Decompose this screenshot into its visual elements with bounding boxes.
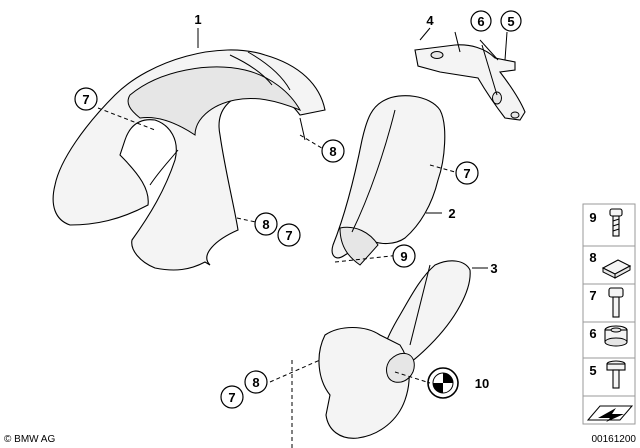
callout-7-d-text: 7 xyxy=(228,390,235,405)
part-2-side-panel xyxy=(331,95,446,266)
callout-7-c-text: 7 xyxy=(285,228,292,243)
diagram-number: 00161200 xyxy=(592,434,637,445)
callout-8-c-text: 8 xyxy=(252,375,259,390)
callout-5: 5 xyxy=(500,10,522,32)
legend-item-7: 7 xyxy=(589,288,596,303)
callout-7-c: 7 xyxy=(277,223,301,247)
callout-7-b-text: 7 xyxy=(463,166,470,181)
bmw-roundel-icon xyxy=(427,367,459,399)
legend-item-6: 6 xyxy=(589,326,596,341)
callout-6-text: 6 xyxy=(477,14,484,29)
collar-screw-icon xyxy=(606,360,626,389)
callout-8-c: 8 xyxy=(244,370,268,394)
callout-8-a: 8 xyxy=(321,139,345,163)
part-1-fairing xyxy=(52,49,326,271)
callout-7-a: 7 xyxy=(74,87,98,111)
part-4-bracket xyxy=(414,31,526,121)
label-part-3: 3 xyxy=(490,261,497,276)
callout-5-text: 5 xyxy=(507,14,514,29)
callout-8-b: 8 xyxy=(254,212,278,236)
label-part-10: 10 xyxy=(475,376,489,391)
label-part-4: 4 xyxy=(426,13,434,28)
callout-7-b: 7 xyxy=(455,161,479,185)
arrow-icon xyxy=(586,405,634,422)
legend-item-5: 5 xyxy=(589,363,596,378)
grommet-icon xyxy=(604,325,628,347)
callout-6: 6 xyxy=(470,10,492,32)
part-3-lower-panel xyxy=(318,260,471,439)
bolt-icon xyxy=(608,287,624,318)
legend-panel: 9 8 7 6 5 xyxy=(582,203,636,425)
label-part-2: 2 xyxy=(448,206,455,221)
callout-9: 9 xyxy=(392,244,416,268)
clip-nut-icon xyxy=(601,259,632,279)
callout-8-a-text: 8 xyxy=(329,144,336,159)
copyright-text: © BMW AG xyxy=(4,434,55,445)
legend-item-9: 9 xyxy=(589,210,596,225)
legend-item-8: 8 xyxy=(589,250,596,265)
callout-7-a-text: 7 xyxy=(82,92,89,107)
leader-lines xyxy=(197,27,488,269)
screw-icon xyxy=(609,208,623,237)
callout-7-d: 7 xyxy=(220,385,244,409)
label-part-1: 1 xyxy=(194,12,201,27)
callout-9-text: 9 xyxy=(400,249,407,264)
callout-8-b-text: 8 xyxy=(262,217,269,232)
